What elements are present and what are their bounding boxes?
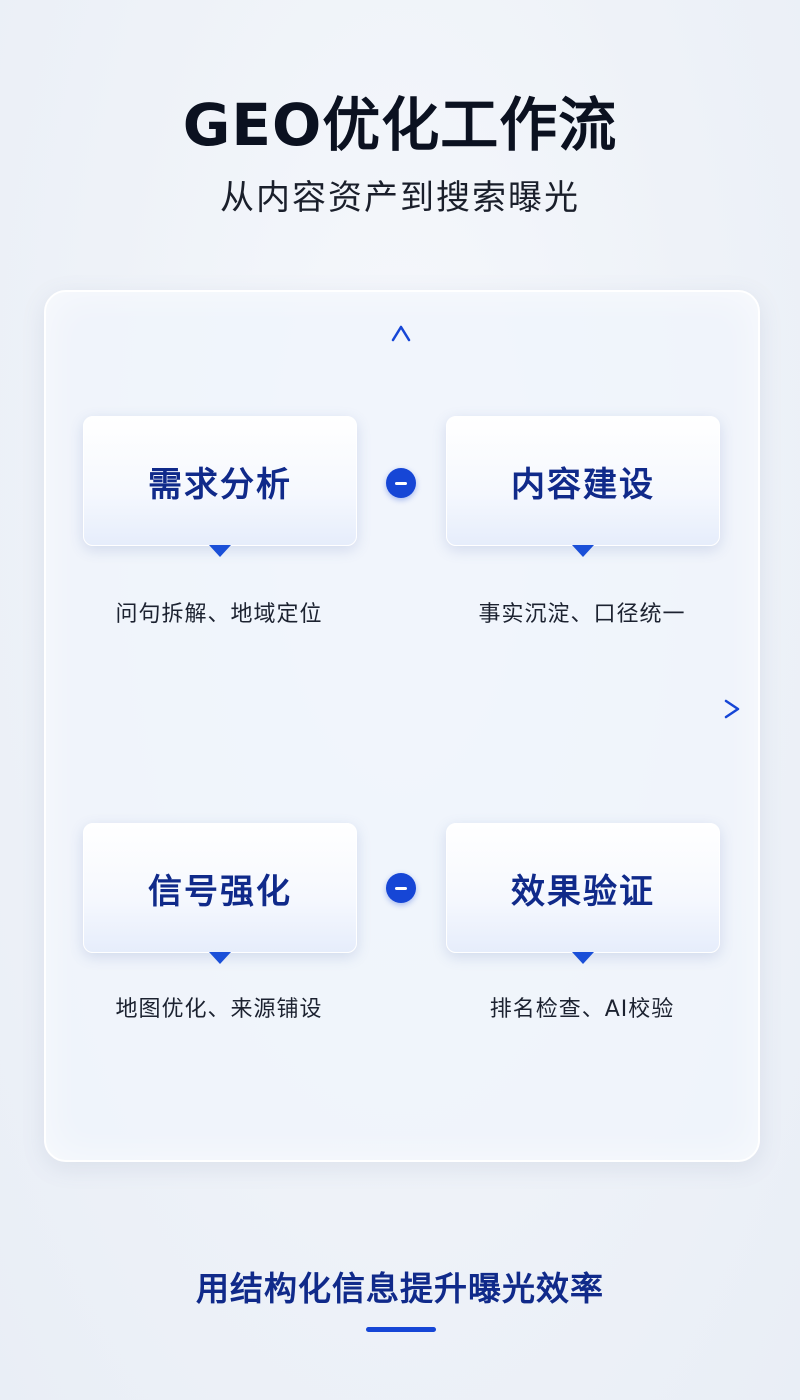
card-content-building: 内容建设 xyxy=(446,416,720,557)
card-label: 效果验证 xyxy=(511,871,655,912)
pointer-down-icon xyxy=(209,952,231,964)
card-effect-verification: 效果验证 xyxy=(446,823,720,964)
page-subtitle: 从内容资产到搜索曝光 xyxy=(220,178,580,218)
card-label: 需求分析 xyxy=(148,464,292,505)
pointer-down-icon xyxy=(572,952,594,964)
card-description: 地图优化、来源铺设 xyxy=(115,997,323,1022)
minus-dot-icon xyxy=(386,468,416,498)
minus-dot-icon xyxy=(386,873,416,903)
page-title: GEO优化工作流 xyxy=(182,91,618,159)
card-signal-strengthening: 信号强化 xyxy=(83,823,357,964)
footer-underline xyxy=(366,1327,436,1332)
card-description: 排名检查、AI校验 xyxy=(489,997,675,1022)
card-description: 事实沉淀、口径统一 xyxy=(478,602,686,627)
arrow-right-icon xyxy=(724,699,740,719)
arrow-up-icon xyxy=(391,325,411,342)
card-label: 信号强化 xyxy=(148,871,292,912)
card-description: 问句拆解、地域定位 xyxy=(115,602,323,627)
pointer-down-icon xyxy=(572,545,594,557)
card-label: 内容建设 xyxy=(511,464,655,505)
pointer-down-icon xyxy=(209,545,231,557)
footer-tagline: 用结构化信息提升曝光效率 xyxy=(196,1269,604,1308)
card-demand-analysis: 需求分析 xyxy=(83,416,357,557)
